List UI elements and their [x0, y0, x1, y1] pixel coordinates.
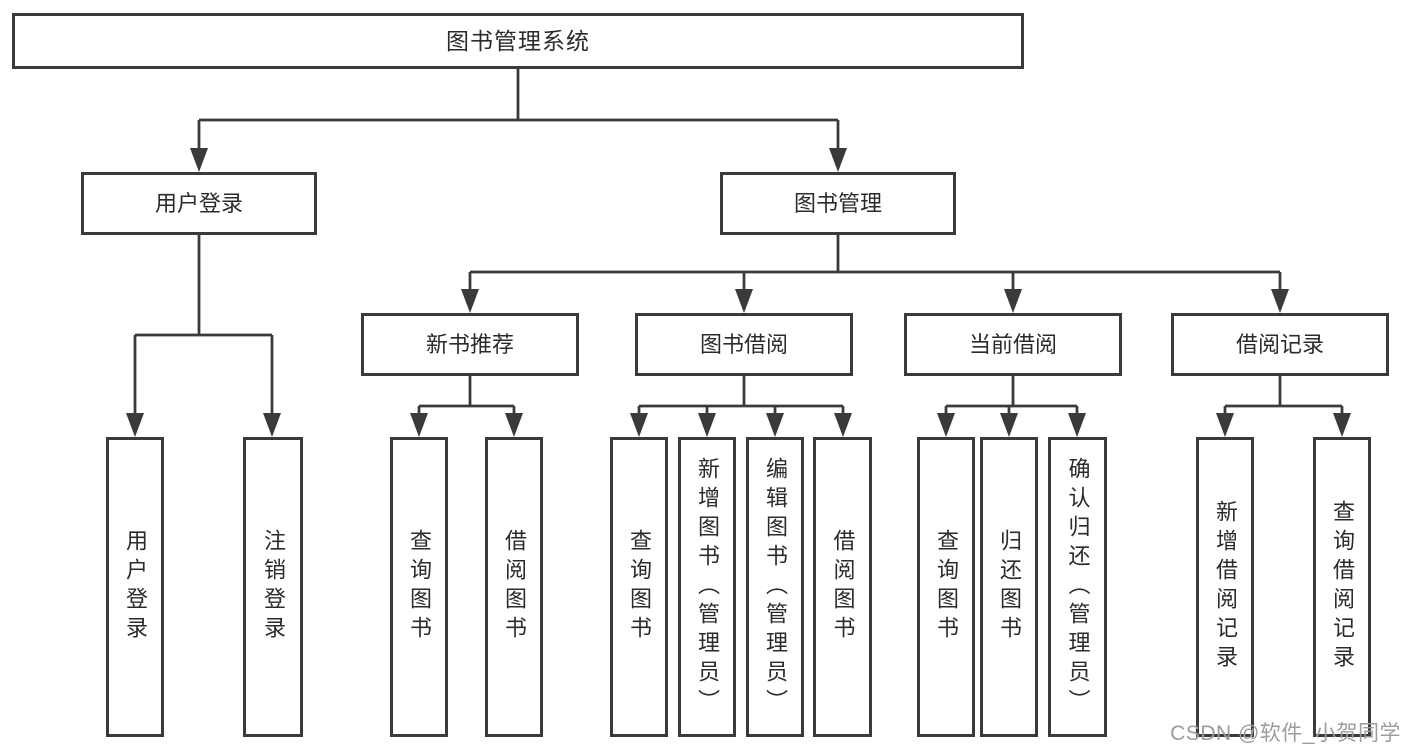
arrow-down-icon: [263, 413, 281, 437]
node-label: 归还图书: [997, 529, 1022, 645]
node-label: 编辑图书（管理员）: [763, 456, 788, 718]
leaf-logout: 注销登录: [243, 437, 303, 737]
node-label: 确认归还（管理员）: [1065, 456, 1091, 718]
arrow-down-icon: [410, 413, 428, 437]
node-label: 图书管理系统: [446, 27, 590, 54]
leaf-query-books-borrow: 查询图书: [610, 437, 668, 737]
arrow-down-icon: [735, 289, 753, 313]
node-label: 用户登录: [123, 529, 148, 645]
node-label: 查询借阅记录: [1330, 500, 1355, 674]
node-label: 图书借阅: [699, 331, 788, 357]
arrow-down-icon: [1271, 289, 1289, 313]
node-label: 新增图书（管理员）: [695, 456, 720, 718]
arrow-down-icon: [937, 413, 955, 437]
node-library-system: 图书管理系统: [12, 13, 1024, 69]
node-user-login: 用户登录: [81, 172, 317, 235]
node-label: 借阅图书: [502, 529, 527, 645]
arrow-down-icon: [1000, 413, 1018, 437]
node-label: 新书推荐: [425, 331, 514, 357]
node-label: 图书管理: [793, 190, 882, 216]
watermark-text: CSDN @软件_小贺同学: [1170, 722, 1401, 745]
leaf-add-borrow-record: 新增借阅记录: [1196, 437, 1254, 737]
node-new-book-recommend: 新书推荐: [361, 313, 579, 376]
arrow-down-icon: [834, 413, 852, 437]
leaf-return-books: 归还图书: [980, 437, 1038, 737]
leaf-user-login: 用户登录: [106, 437, 164, 737]
arrow-down-icon: [698, 413, 716, 437]
node-label: 借阅记录: [1235, 331, 1324, 357]
arrow-down-icon: [1333, 413, 1351, 437]
node-label: 借阅图书: [830, 529, 856, 645]
node-book-borrow: 图书借阅: [635, 313, 853, 376]
node-label: 新增借阅记录: [1213, 500, 1238, 674]
leaf-add-books-admin: 新增图书（管理员）: [678, 437, 736, 737]
arrow-down-icon: [630, 413, 648, 437]
arrow-down-icon: [1068, 413, 1086, 437]
node-label: 用户登录: [154, 190, 243, 216]
arrow-down-icon: [461, 289, 479, 313]
arrow-down-icon: [766, 413, 784, 437]
arrow-down-icon: [190, 148, 208, 172]
leaf-borrow-books-recommend: 借阅图书: [485, 437, 543, 737]
node-label: 注销登录: [261, 529, 286, 645]
node-current-borrow: 当前借阅: [904, 313, 1122, 376]
arrow-down-icon: [505, 413, 523, 437]
node-book-management: 图书管理: [720, 172, 956, 235]
arrow-down-icon: [829, 148, 847, 172]
arrow-down-icon: [126, 413, 144, 437]
arrow-down-icon: [1004, 289, 1022, 313]
leaf-query-borrow-record: 查询借阅记录: [1313, 437, 1371, 737]
leaf-confirm-return-admin: 确认归还（管理员）: [1048, 437, 1107, 737]
leaf-borrow-books: 借阅图书: [813, 437, 872, 737]
node-borrow-records: 借阅记录: [1171, 313, 1389, 376]
node-label: 当前借阅: [968, 331, 1057, 357]
node-label: 查询图书: [627, 529, 652, 645]
leaf-edit-books-admin: 编辑图书（管理员）: [746, 437, 804, 737]
leaf-query-books-current: 查询图书: [917, 437, 975, 737]
leaf-query-books-recommend: 查询图书: [390, 437, 448, 737]
arrow-down-icon: [1216, 413, 1234, 437]
node-label: 查询图书: [934, 529, 959, 645]
node-label: 查询图书: [407, 529, 432, 645]
